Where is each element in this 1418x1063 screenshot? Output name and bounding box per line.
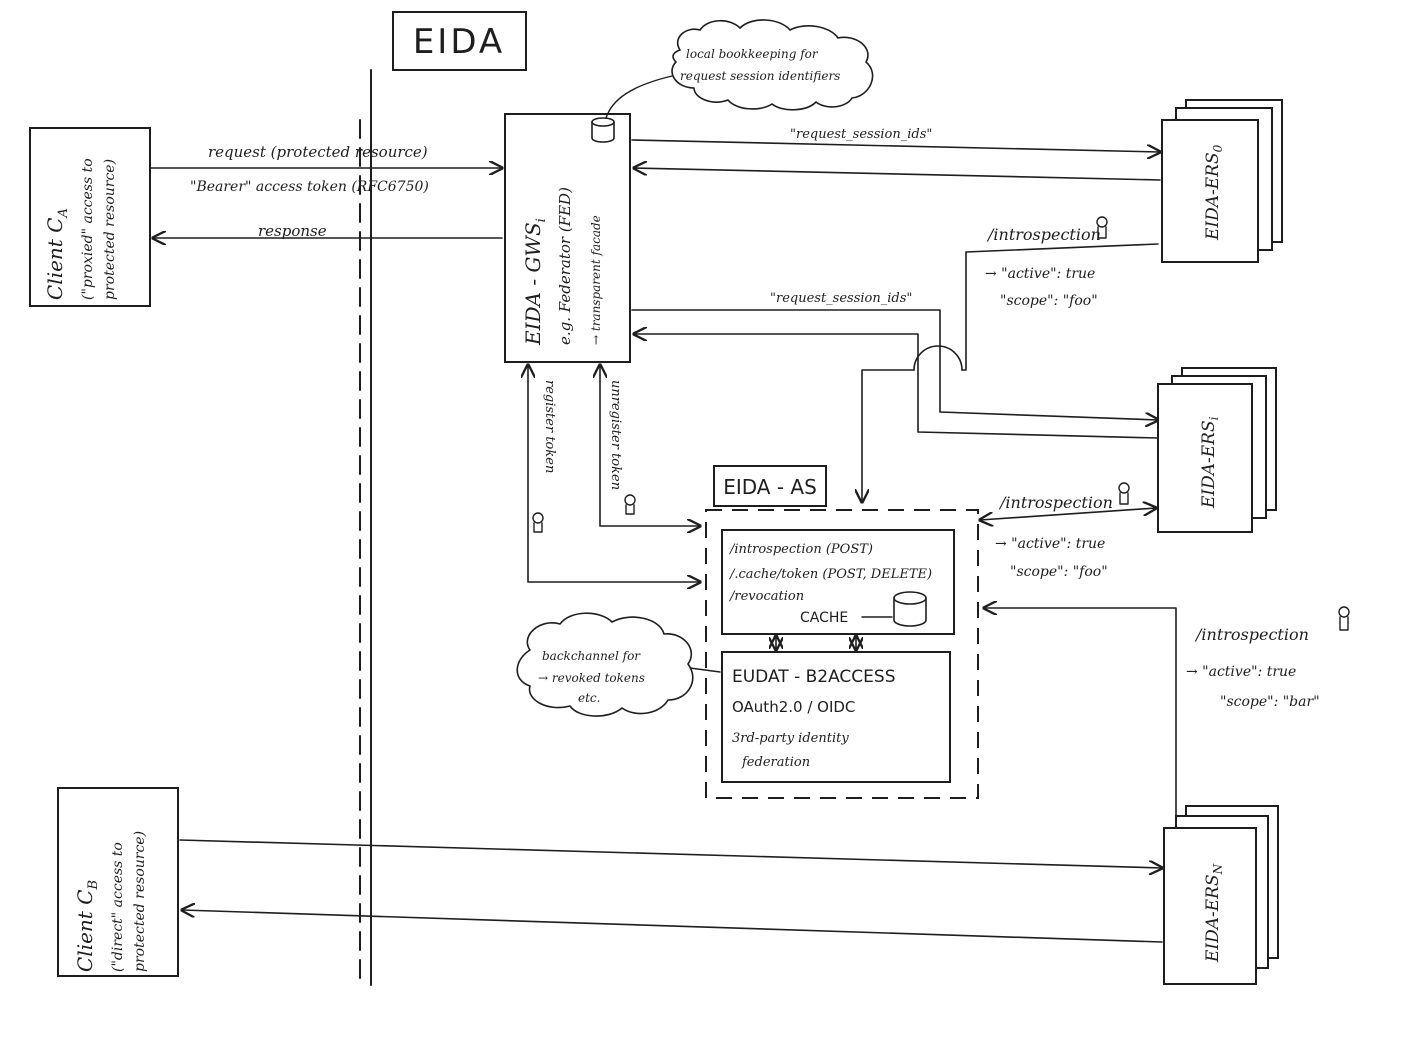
- eida-as: EIDA - AS /introspection (POST) /.cache/…: [705, 465, 979, 799]
- request-label: request (protected resource): [208, 143, 428, 161]
- register-token-label: register token: [542, 380, 557, 473]
- ers0-introspection: /introspection → "active": true "scope":…: [862, 216, 1159, 502]
- introspection-n-label: /introspection: [1194, 625, 1309, 644]
- eida-as-ep1: /introspection (POST): [728, 542, 873, 557]
- introspection-i-arrow: [980, 508, 1156, 520]
- cloud-left-line3: etc.: [578, 691, 600, 705]
- ers0-name: EIDA-ERS0: [1203, 144, 1225, 241]
- bookkeeping-cloud: local bookkeeping for request session id…: [605, 19, 874, 119]
- cache-db-icon: [893, 591, 927, 627]
- client-a-gws-edges: request (protected resource) "Bearer" ac…: [150, 143, 502, 240]
- eida-gws: EIDA - GWSi e.g. Federator (FED) → trans…: [504, 113, 631, 363]
- gws-ersi-edges: "request_session_ids": [631, 291, 1159, 439]
- eida-title-box: [392, 11, 527, 71]
- introspection-0-down: [862, 369, 915, 502]
- cloud-left-pointer: [689, 667, 721, 673]
- client-b-response-arrow: [182, 910, 1163, 943]
- ers0-to-gws-arrow: [634, 168, 1161, 181]
- token-registration-edges: register token unregister token: [528, 365, 700, 582]
- ersn-introspection: /introspection → "active": true "scope":…: [984, 606, 1350, 851]
- ers0-box: [1161, 119, 1259, 263]
- session-ids-top-arrow: [631, 139, 1160, 152]
- eida-gws-box: [504, 113, 631, 363]
- register-token-icon: [532, 512, 544, 533]
- introspection-0-active: → "active": true: [985, 266, 1095, 282]
- eudat-title: EUDAT - B2ACCESS: [732, 667, 895, 687]
- register-token-arrow: [528, 365, 700, 582]
- eida-as-cache-label: CACHE: [800, 610, 848, 626]
- bearer-label: "Bearer" access token (RFC6750): [190, 179, 429, 195]
- eudat-box: [721, 651, 951, 783]
- introspection-n-arrow: [984, 608, 1177, 851]
- client-a-desc1: ("proxied" access to: [80, 158, 96, 300]
- eida-title: EIDA: [413, 22, 505, 62]
- unregister-token-icon: [624, 494, 636, 515]
- ersi-to-gws-arrow: [634, 334, 1159, 439]
- client-b: Client CB ("direct" access to protected …: [57, 787, 179, 977]
- introspection-0-scope: "scope": "foo": [1000, 293, 1098, 309]
- session-ids-top-label: "request_session_ids": [790, 127, 932, 142]
- ersn-box: [1163, 827, 1257, 985]
- client-a-box: [29, 127, 151, 307]
- cloud-left-line2: → revoked tokens: [538, 671, 645, 685]
- introspection-0-hop: [913, 345, 963, 371]
- introspection-i-scope: "scope": "foo": [1010, 564, 1108, 580]
- introspection-i-active: → "active": true: [995, 536, 1105, 552]
- gws-name: EIDA - GWSi: [521, 218, 549, 346]
- eida-as-ep3: /revocation: [728, 589, 804, 604]
- introspection-i-token-icon: [1118, 482, 1130, 505]
- client-b-ersn-edges: [179, 839, 1163, 943]
- eida-as-endpoints-box: [721, 529, 955, 635]
- introspection-n-active: → "active": true: [1186, 664, 1296, 680]
- ersi-box: [1157, 383, 1253, 533]
- session-ids-mid-label: "request_session_ids": [770, 291, 912, 306]
- eida-as-ep2: /.cache/token (POST, DELETE): [728, 567, 932, 582]
- ersi-name: EIDA-ERSi: [1199, 416, 1221, 509]
- introspection-0-token-icon: [1096, 216, 1108, 239]
- client-b-desc1: ("direct" access to: [110, 842, 126, 972]
- eida-as-title-box: [713, 465, 827, 507]
- ersn-name: EIDA-ERSN: [1203, 863, 1225, 963]
- introspection-n-token-icon: [1338, 606, 1350, 631]
- eudat-line2: OAuth2.0 / OIDC: [732, 698, 855, 716]
- gws-ers0-edges: "request_session_ids": [631, 127, 1161, 181]
- ersi-introspection: /introspection → "active": true "scope":…: [980, 482, 1156, 580]
- ersn-stack: EIDA-ERSN: [1163, 805, 1279, 985]
- response-label: response: [258, 222, 327, 240]
- gws-line2: e.g. Federator (FED): [556, 187, 574, 345]
- client-a-desc2: protected resource): [102, 159, 118, 300]
- introspection-0-line: [961, 243, 1159, 371]
- introspection-n-scope: "scope": "bar": [1220, 694, 1320, 710]
- gws-line3: → transparent facade: [589, 215, 603, 345]
- client-b-name: Client CB: [73, 880, 101, 972]
- unregister-token-label: unregister token: [608, 380, 623, 490]
- backchannel-cloud: backchannel for → revoked tokens etc.: [516, 612, 721, 717]
- ers0-stack: EIDA-ERS0: [1161, 99, 1283, 263]
- cloud-top-line1: local bookkeeping for: [686, 47, 819, 61]
- cloud-top-line2: request session identifiers: [680, 69, 840, 83]
- session-ids-mid-arrow: [631, 309, 1158, 420]
- eudat-line4: federation: [741, 755, 810, 770]
- client-b-box: [57, 787, 179, 977]
- cloud-top-pointer: [605, 75, 673, 119]
- client-a: Client CA ("proxied" access to protected…: [29, 127, 151, 307]
- ersi-stack: EIDA-ERSi: [1157, 367, 1277, 533]
- client-b-request-arrow: [179, 839, 1162, 868]
- introspection-i-label: /introspection: [998, 493, 1113, 512]
- eida-as-title: EIDA - AS: [723, 475, 817, 499]
- unregister-token-arrow: [600, 365, 700, 526]
- gws-bookkeeping-db-icon: [591, 117, 615, 143]
- introspection-0-label: /introspection: [986, 225, 1101, 244]
- client-a-name: Client CA: [43, 208, 71, 300]
- client-b-desc2: protected resource): [132, 831, 148, 972]
- eida-as-container: [705, 509, 979, 799]
- eida-boundary: EIDA: [359, 11, 527, 986]
- cloud-left-line1: backchannel for: [542, 649, 641, 663]
- eudat-line3: 3rd-party identity: [732, 731, 849, 746]
